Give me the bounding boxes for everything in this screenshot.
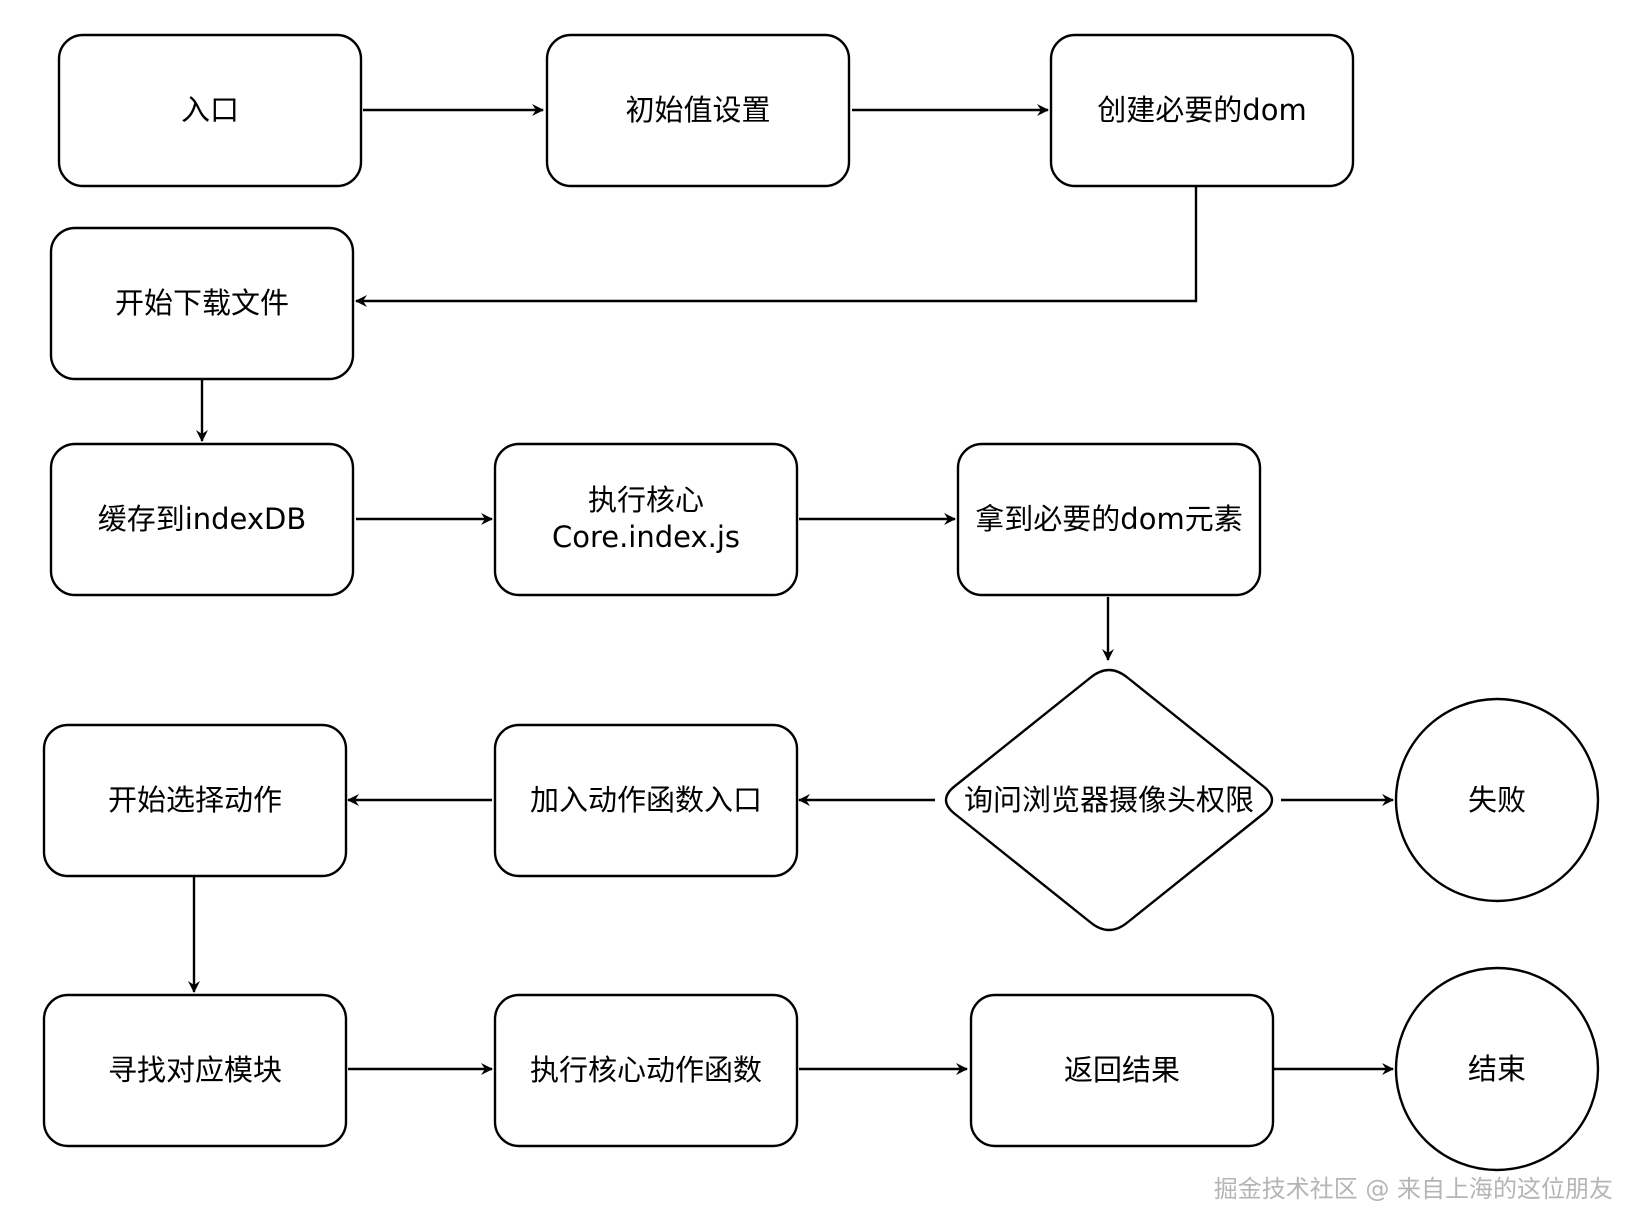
node-ask-camera: 询问浏览器摄像头权限 <box>944 668 1274 932</box>
node-cache-indexdb: 缓存到indexDB <box>49 442 355 597</box>
node-entry: 入口 <box>57 33 363 188</box>
node-return-result-label: 返回结果 <box>1064 1053 1180 1087</box>
node-exec-core-label-line2: Core.index.js <box>552 520 740 554</box>
node-get-dom-label: 拿到必要的dom元素 <box>975 502 1242 536</box>
edges <box>188 104 1394 1075</box>
node-ask-camera-label: 询问浏览器摄像头权限 <box>964 783 1254 817</box>
node-add-action-entry: 加入动作函数入口 <box>493 723 799 878</box>
node-end: 结束 <box>1394 966 1600 1172</box>
node-exec-core-action-label: 执行核心动作函数 <box>530 1053 762 1087</box>
node-start-download-label: 开始下载文件 <box>115 286 289 320</box>
node-fail: 失败 <box>1394 697 1600 903</box>
node-end-label: 结束 <box>1468 1052 1526 1086</box>
node-find-module-label: 寻找对应模块 <box>108 1053 282 1087</box>
node-fail-label: 失败 <box>1468 783 1526 817</box>
node-return-result: 返回结果 <box>969 993 1275 1148</box>
node-start-select-action: 开始选择动作 <box>42 723 348 878</box>
node-create-dom: 创建必要的dom <box>1049 33 1355 188</box>
node-start-select-action-label: 开始选择动作 <box>108 783 282 817</box>
node-exec-core: 执行核心 Core.index.js <box>493 442 799 597</box>
node-find-module: 寻找对应模块 <box>42 993 348 1148</box>
node-start-download: 开始下载文件 <box>49 226 355 381</box>
node-exec-core-action: 执行核心动作函数 <box>493 993 799 1148</box>
node-init-values: 初始值设置 <box>545 33 851 188</box>
edge-create-dom-to-download <box>355 186 1198 307</box>
node-init-values-label: 初始值设置 <box>625 93 770 127</box>
node-exec-core-label-line1: 执行核心 <box>588 483 704 517</box>
node-add-action-entry-label: 加入动作函数入口 <box>530 783 762 817</box>
node-create-dom-label: 创建必要的dom <box>1097 93 1306 127</box>
node-get-dom: 拿到必要的dom元素 <box>956 442 1262 597</box>
node-entry-label: 入口 <box>181 93 239 127</box>
watermark: 掘金技术社区 @ 来自上海的这位朋友 <box>1214 1175 1613 1203</box>
node-cache-indexdb-label: 缓存到indexDB <box>98 502 307 536</box>
